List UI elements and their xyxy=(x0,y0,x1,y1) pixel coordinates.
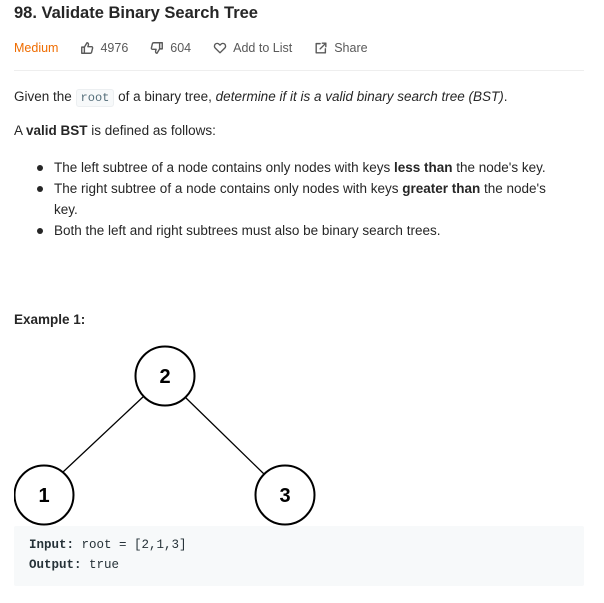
header-divider xyxy=(14,70,584,71)
problem-title: 98. Validate Binary Search Tree xyxy=(14,4,258,22)
list-item: The right subtree of a node contains onl… xyxy=(14,178,564,220)
output-value: true xyxy=(81,558,120,572)
example-title: Example 1: xyxy=(14,312,86,327)
rule-text: the node's key. xyxy=(54,181,546,217)
add-to-list-button[interactable]: Add to List xyxy=(213,41,292,55)
list-item: Both the left and right subtrees must al… xyxy=(14,220,564,241)
share-button[interactable]: Share xyxy=(314,41,368,55)
input-label: Input: xyxy=(29,538,75,552)
thumbs-up-icon xyxy=(81,42,94,54)
intro-emphasis: determine if it is a valid binary search… xyxy=(215,89,504,104)
like-button[interactable]: 4976 xyxy=(80,41,128,55)
rule-text: The left subtree of a node contains only… xyxy=(54,160,394,175)
example-output-line: Output: true xyxy=(29,558,119,572)
binary-tree-diagram: 2 1 3 xyxy=(14,345,316,526)
tree-node-right-label: 3 xyxy=(279,485,290,507)
difficulty-label: Medium xyxy=(14,41,59,55)
definition-text: is defined as follows: xyxy=(87,123,216,138)
tree-node-left-label: 1 xyxy=(38,485,49,507)
rule-bold: less than xyxy=(393,160,453,175)
list-item: The left subtree of a node contains only… xyxy=(14,157,564,178)
share-icon xyxy=(315,42,327,54)
heart-icon xyxy=(213,42,227,54)
like-count: 4976 xyxy=(100,41,129,55)
intro-text: . xyxy=(503,89,508,104)
intro-text: of a binary tree, xyxy=(114,89,216,104)
add-to-list-label: Add to List xyxy=(233,41,293,55)
input-value: root = [2,1,3] xyxy=(74,538,187,552)
rule-text: the node's key. xyxy=(452,160,546,175)
dislike-button[interactable]: 604 xyxy=(150,41,191,55)
output-label: Output: xyxy=(29,558,82,572)
bst-definition-intro: A valid BST is defined as follows: xyxy=(14,122,216,140)
bst-rules-list: The left subtree of a node contains only… xyxy=(14,157,584,241)
example-io-block: Input: root = [2,1,3] Output: true xyxy=(14,526,584,586)
rule-text: Both the left and right subtrees must al… xyxy=(54,223,441,238)
share-label: Share xyxy=(334,41,368,55)
definition-text: A xyxy=(14,123,27,138)
problem-meta-row: Medium 4976 604 Add to List xyxy=(14,38,390,58)
problem-intro: Given the root of a binary tree, determi… xyxy=(14,88,508,107)
example-input-line: Input: root = [2,1,3] xyxy=(29,538,187,552)
tree-edge-right xyxy=(185,397,265,475)
root-inline-code: root xyxy=(75,89,115,107)
tree-node-left xyxy=(14,464,75,526)
intro-text: Given the xyxy=(14,89,76,104)
valid-bst-bold: valid BST xyxy=(26,123,88,138)
rule-bold: greater than xyxy=(402,181,481,196)
tree-edge-left xyxy=(62,395,145,473)
tree-node-right xyxy=(254,464,316,526)
tree-node-root-label: 2 xyxy=(159,366,170,388)
rule-text: The right subtree of a node contains onl… xyxy=(54,181,403,196)
thumbs-down-icon xyxy=(150,42,164,54)
dislike-count: 604 xyxy=(170,41,192,55)
tree-node-root xyxy=(134,345,196,407)
